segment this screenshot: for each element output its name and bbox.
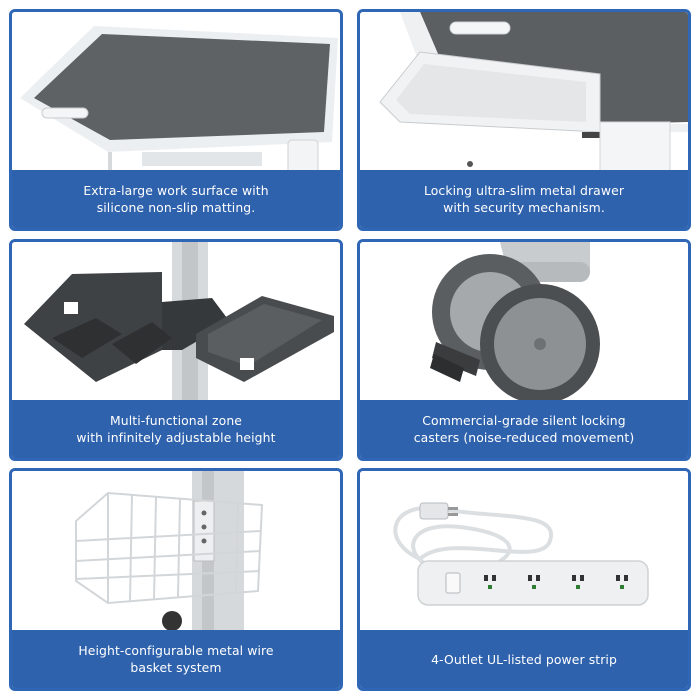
caption-line-1: 4-Outlet UL-listed power strip [431,651,617,667]
feature-caption: Height-configurable metal wire basket sy… [12,630,340,688]
feature-caption: Multi-functional zone with infinitely ad… [12,400,340,458]
multi-functional-tray-image [12,242,340,406]
caption-line-2: with infinitely adjustable height [76,430,276,445]
caption-line-2: silicone non-slip matting. [96,200,256,215]
caption-line-1: Commercial-grade silent locking [422,413,626,428]
wire-basket-image [12,471,340,636]
caption-line-2: basket system [130,660,222,675]
caption-line-1: Multi-functional zone [109,413,242,428]
caption-line-1: Locking ultra-slim metal drawer [423,183,625,198]
feature-card-locking-drawer: Locking ultra-slim metal drawer with sec… [357,9,691,231]
feature-card-power-strip: 4-Outlet UL-listed power strip [357,468,691,691]
feature-card-wire-basket: Height-configurable metal wire basket sy… [9,468,343,691]
locking-drawer-image [360,12,688,176]
locking-caster-image [360,242,688,406]
feature-card-locking-casters: Commercial-grade silent locking casters … [357,239,691,461]
feature-caption: Commercial-grade silent locking casters … [360,400,688,458]
power-strip-image [360,471,688,636]
feature-caption: Locking ultra-slim metal drawer with sec… [360,170,688,228]
caption-line-1: Height-configurable metal wire [78,643,274,658]
feature-caption: Extra-large work surface with silicone n… [12,170,340,228]
caption-line-2: casters (noise-reduced movement) [413,430,635,445]
feature-card-multi-functional-zone: Multi-functional zone with infinitely ad… [9,239,343,461]
work-surface-image [12,12,340,176]
feature-card-work-surface: Extra-large work surface with silicone n… [9,9,343,231]
feature-caption: 4-Outlet UL-listed power strip [360,630,688,688]
caption-line-1: Extra-large work surface with [83,183,269,198]
caption-line-2: with security mechanism. [443,200,605,215]
